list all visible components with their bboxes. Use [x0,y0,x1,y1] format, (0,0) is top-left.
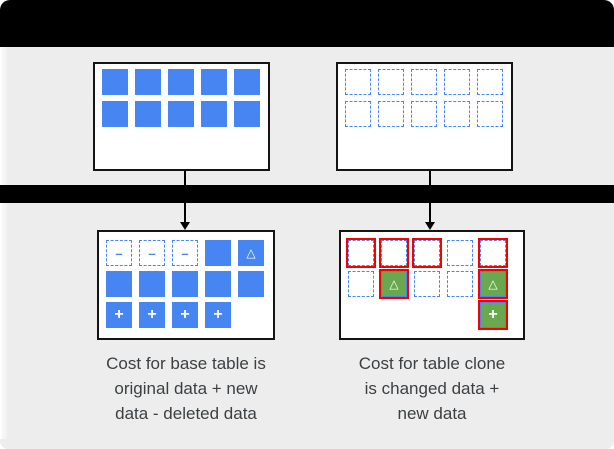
cell-dashed [411,69,437,95]
minus-icon: – [115,245,123,261]
plus-icon: + [180,306,190,323]
cell-red-dashed [477,237,509,269]
cell-dashed [411,101,437,127]
arrow-shaft [429,171,431,222]
cell-red-green-delta: △ [477,268,509,300]
cell-solid [135,69,161,95]
left-edge-strip [0,47,8,439]
cell-red-dashed [378,237,410,269]
cell-dashed [345,101,371,127]
base-table-before-grid [95,64,268,132]
down-arrow-icon [424,171,436,230]
cell-solid [106,271,132,297]
delta-icon: △ [389,277,399,291]
table-clone-after-grid: △ △ + [341,232,523,336]
cell-solid [172,271,198,297]
cell-solid [139,271,165,297]
cell-dashed [477,69,503,95]
cell-dashed [378,69,404,95]
plus-icon: + [488,306,498,323]
cell-solid [102,69,128,95]
caption-line: Cost for table clone [358,354,506,373]
cell-dashed [348,271,374,297]
down-arrow-icon [179,171,191,230]
table-clone-before-box [336,62,513,171]
cell-solid [135,101,161,127]
cell-solid-plus: + [172,302,198,328]
cell-dashed-minus: – [106,240,132,266]
cell-dashed [447,271,473,297]
table-clone-after-box: △ △ + [339,230,525,340]
cell-solid [234,101,260,127]
caption-line: new data [397,404,467,423]
minus-icon: – [148,245,156,261]
cell-dashed [444,101,470,127]
arrow-shaft [184,171,186,222]
base-table-cost-caption: Cost for base table is original data + n… [81,351,291,426]
caption-line: data - deleted data [115,404,257,423]
cell-red-dashed [345,237,377,269]
base-table-after-grid: – – – △ + + + + [99,232,273,336]
cell-dashed [447,240,473,266]
cell-solid [168,69,194,95]
minus-icon: – [181,245,189,261]
cell-solid [234,69,260,95]
cell-red-green-delta: △ [378,268,410,300]
table-clone-cost-caption: Cost for table clone is changed data + n… [327,351,537,426]
cell-solid [102,101,128,127]
cell-dashed [477,101,503,127]
plus-icon: + [213,306,223,323]
caption-line: Cost for base table is [106,354,266,373]
arrowhead-icon [425,222,435,230]
arrowhead-icon [180,222,190,230]
caption-line: original data + new [114,379,258,398]
delta-icon: △ [488,277,498,291]
cell-solid-plus: + [205,302,231,328]
base-table-before-box [93,62,270,171]
plus-icon: + [114,306,124,323]
cell-solid [201,69,227,95]
cell-solid [201,101,227,127]
cell-solid [205,271,231,297]
base-table-after-box: – – – △ + + + + [97,230,275,340]
cell-solid-plus: + [139,302,165,328]
cell-dashed [414,271,440,297]
cell-dashed-minus: – [172,240,198,266]
middle-black-bar [0,185,614,203]
cell-dashed [444,69,470,95]
cell-solid-plus: + [106,302,132,328]
cell-red-green-plus: + [477,299,509,331]
cell-solid [168,101,194,127]
cell-solid [238,271,264,297]
cell-dashed [378,101,404,127]
cell-dashed [345,69,371,95]
cell-red-dashed [411,237,443,269]
table-clone-before-grid [338,64,511,132]
cell-solid [205,240,231,266]
delta-icon: △ [246,246,256,260]
plus-icon: + [147,306,157,323]
top-black-bar [0,0,614,47]
cell-solid-delta: △ [238,240,264,266]
cell-dashed-minus: – [139,240,165,266]
caption-line: is changed data + [364,379,500,398]
